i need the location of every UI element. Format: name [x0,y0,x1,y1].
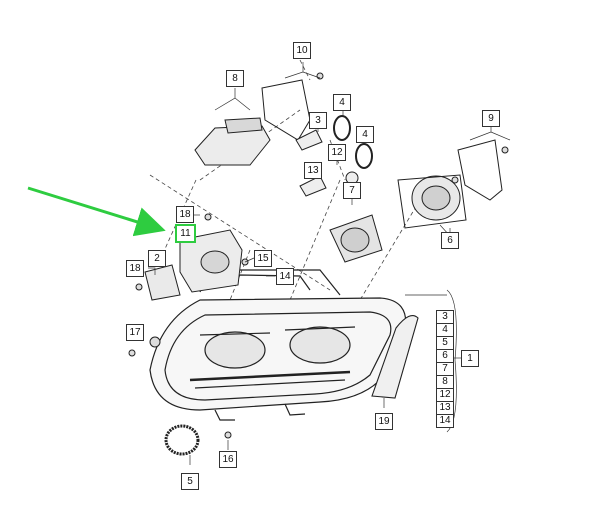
callout-17: 17 [126,324,144,341]
stack-item: 8 [436,376,454,389]
callout-12: 12 [328,144,346,161]
stack-item: 5 [436,337,454,350]
control-unit [194,117,271,166]
stack-item: 14 [436,415,454,428]
stack-item: 12 [436,389,454,402]
callout-19: 19 [375,413,393,430]
stack-item: 7 [436,363,454,376]
callout-15: 15 [254,250,272,267]
led-driver-11 [179,229,243,293]
callout-18-upper: 18 [176,206,194,223]
stack-item: 4 [436,324,454,337]
callout-3: 3 [309,112,327,129]
callout-6: 6 [441,232,459,249]
bulbs [295,129,359,197]
callout-14: 14 [276,268,294,285]
bracket-9 [457,139,503,201]
callout-10: 10 [293,42,311,59]
callout-7: 7 [343,182,361,199]
callout-2: 2 [148,250,166,267]
group-number-stack: 3 4 5 6 7 8 12 13 14 [436,310,454,428]
callout-5: 5 [181,473,199,490]
highlight-arrow [27,186,166,237]
lamp-module-7 [329,214,383,263]
callout-11-highlighted: 11 [175,224,196,243]
callout-4-lower: 4 [356,126,374,143]
callout-16: 16 [219,451,237,468]
callout-9: 9 [482,110,500,127]
side-reflector [371,315,419,399]
callout-4-upper: 4 [333,94,351,111]
callout-8: 8 [226,70,244,87]
ring-4-lower [355,143,373,169]
callout-18-lower: 18 [126,260,144,277]
callout-1: 1 [461,350,479,367]
stack-item: 13 [436,402,454,415]
ring-5 [164,424,200,456]
cover-6 [397,174,467,229]
stack-item: 3 [436,310,454,324]
headlamp-housing [149,269,407,421]
callout-13: 13 [304,162,322,179]
stack-item: 6 [436,350,454,363]
leader-lines [141,62,511,465]
module-2 [144,264,181,301]
ring-4-upper [333,115,351,141]
bracket-10 [261,79,311,141]
